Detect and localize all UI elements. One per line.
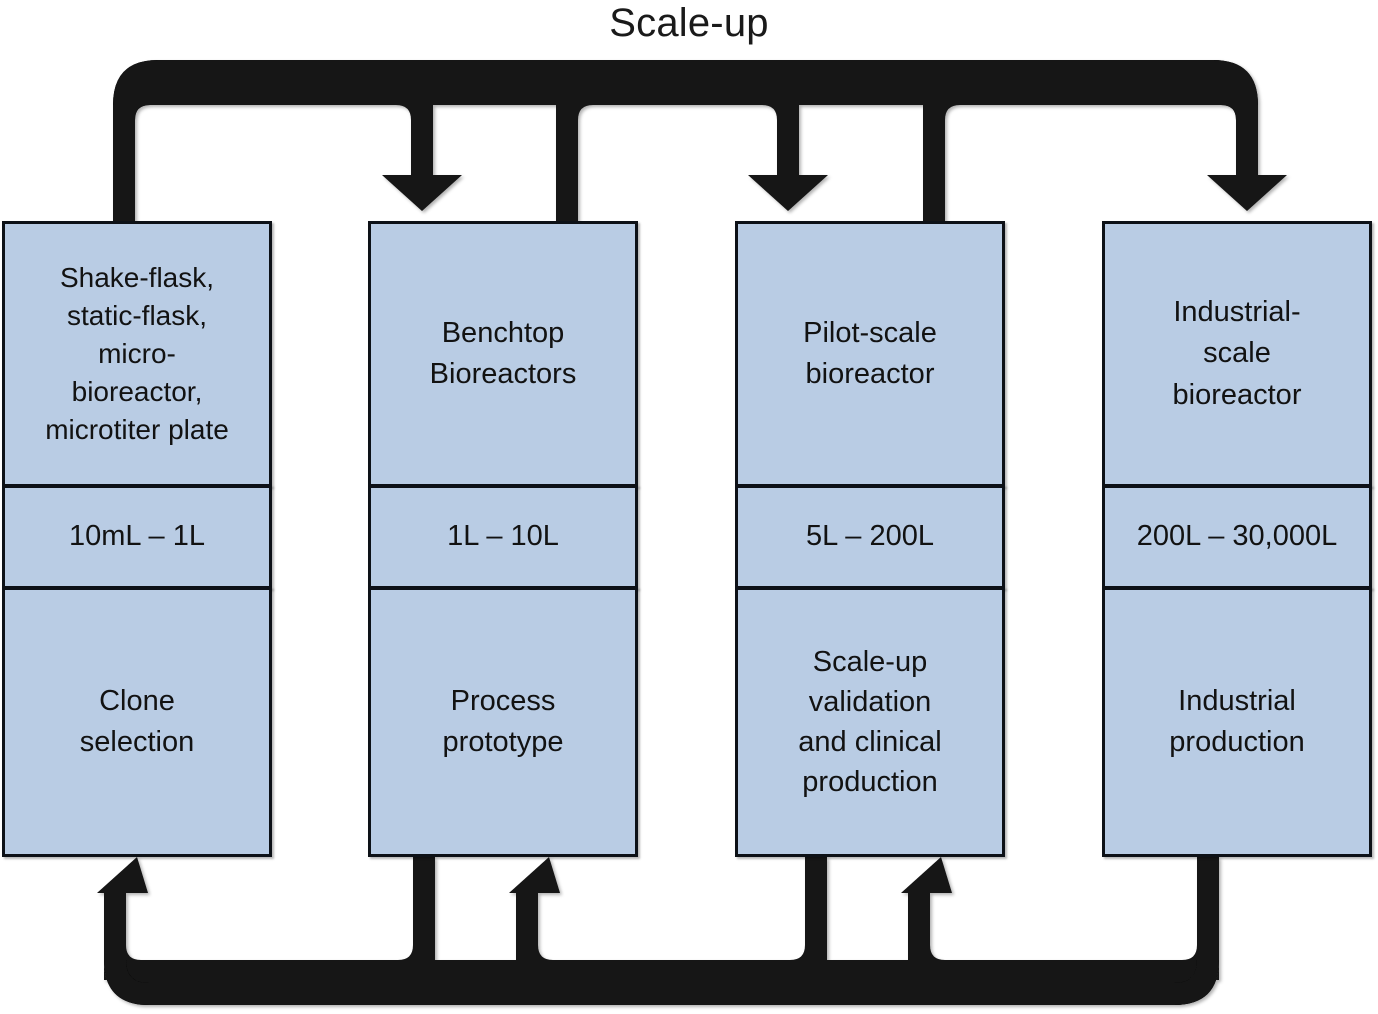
stage-2-volume-cell[interactable]: 1L – 10L bbox=[368, 485, 638, 589]
stage-3-volume-cell[interactable]: 5L – 200L bbox=[735, 485, 1005, 589]
stage-1-purpose-cell[interactable]: Clone selection bbox=[2, 587, 272, 857]
feedback-rail-left-corner bbox=[104, 960, 149, 1005]
stage-1-volume-cell[interactable]: 10mL – 1L bbox=[2, 485, 272, 589]
stage-2-volume-label: 1L – 10L bbox=[447, 520, 559, 553]
stage-3-equipment-label: Pilot-scale bioreactor bbox=[803, 316, 937, 390]
stage-1-equipment-cell[interactable]: Shake-flask, static-flask, micro- biorea… bbox=[2, 221, 272, 487]
stage-2-equipment-cell[interactable]: Benchtop Bioreactors bbox=[368, 221, 638, 487]
stage-1-volume-label: 10mL – 1L bbox=[69, 520, 205, 553]
stage-column-3: Pilot-scale bioreactor 5L – 200L Scale-u… bbox=[735, 221, 1005, 857]
stage-4-volume-cell[interactable]: 200L – 30,000L bbox=[1102, 485, 1372, 589]
stage-column-2: Benchtop Bioreactors 1L – 10L Process pr… bbox=[368, 221, 638, 857]
stage-4-equipment-cell[interactable]: Industrial- scale bioreactor bbox=[1102, 221, 1372, 487]
stage-3-equipment-cell[interactable]: Pilot-scale bioreactor bbox=[735, 221, 1005, 487]
stage-3-volume-label: 5L – 200L bbox=[806, 520, 934, 553]
feedback-rail-bottom-bar bbox=[149, 983, 1175, 1005]
stage-1-equipment-label: Shake-flask, static-flask, micro- biorea… bbox=[45, 261, 229, 446]
stage-4-purpose-label: Industrial production bbox=[1169, 684, 1305, 758]
stage-column-4: Industrial- scale bioreactor 200L – 30,0… bbox=[1102, 221, 1372, 857]
stage-2-purpose-cell[interactable]: Process prototype bbox=[368, 587, 638, 857]
stage-3-purpose-label: Scale-up validation and clinical product… bbox=[798, 645, 942, 799]
stage-3-purpose-cell[interactable]: Scale-up validation and clinical product… bbox=[735, 587, 1005, 857]
feedback-rail-bar bbox=[126, 960, 1197, 983]
stage-4-equipment-label: Industrial- scale bioreactor bbox=[1172, 295, 1302, 411]
feedback-rail-right-corner bbox=[1174, 960, 1219, 1005]
stage-1-purpose-label: Clone selection bbox=[79, 684, 195, 758]
stage-4-purpose-cell[interactable]: Industrial production bbox=[1102, 587, 1372, 857]
stage-2-purpose-label: Process prototype bbox=[442, 684, 564, 758]
stage-4-volume-label: 200L – 30,000L bbox=[1136, 520, 1338, 553]
stage-2-equipment-label: Benchtop Bioreactors bbox=[429, 316, 577, 390]
stage-column-1: Shake-flask, static-flask, micro- biorea… bbox=[2, 221, 272, 857]
diagram-title: Scale-up bbox=[609, 1, 769, 45]
scale-up-top-rail bbox=[113, 60, 1258, 140]
